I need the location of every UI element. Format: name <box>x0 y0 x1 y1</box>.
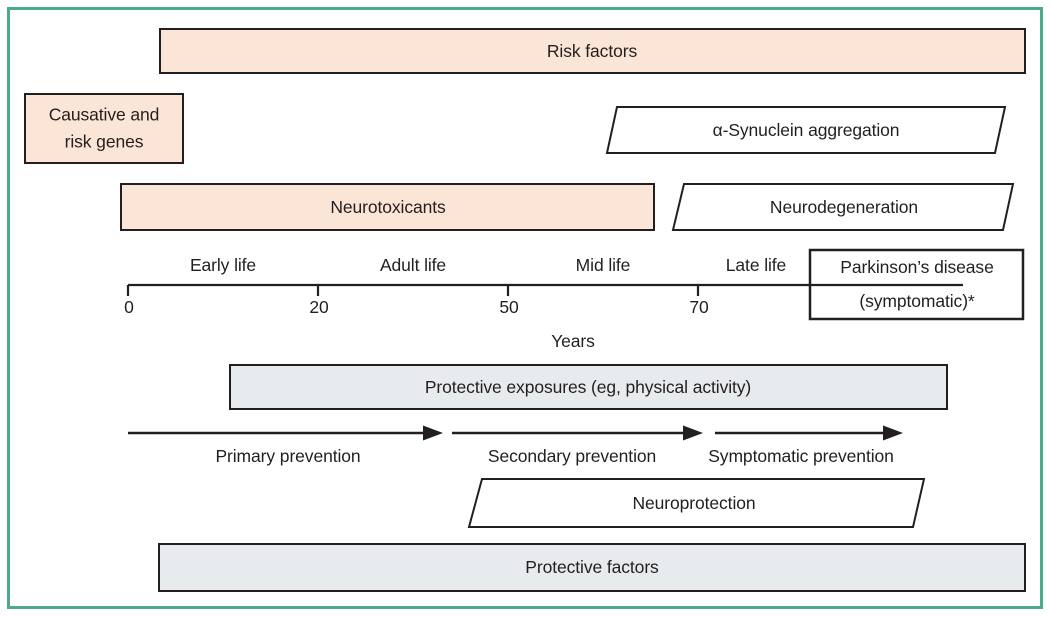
alpha-synuclein-shape <box>605 106 1007 154</box>
tick-label-70: 70 <box>689 297 709 317</box>
causative-genes-box <box>24 93 184 164</box>
parkinsons-outcome-line1: Parkinson’s disease <box>840 257 994 277</box>
primary-prevention-arrowhead-icon <box>423 425 443 441</box>
protective-exposures-label: Protective exposures (eg, physical activ… <box>424 377 752 397</box>
tick-label-20: 20 <box>309 297 329 317</box>
causative-genes-line1: Causative and <box>48 104 160 125</box>
parkinsons-outcome-line2: (symptomatic)* <box>859 291 975 311</box>
parkinsons-outcome-label: Parkinson’s disease (symptomatic)* <box>840 257 994 311</box>
stage-label-adult-life: Adult life <box>379 255 447 275</box>
neuroprotection-shape <box>467 478 926 528</box>
protective-factors-label: Protective factors <box>525 557 659 577</box>
alpha-synuclein-label: α-Synuclein aggregation <box>712 120 900 140</box>
causative-genes-label: Causative and risk genes <box>49 105 160 152</box>
secondary-prevention-arrowhead-icon <box>683 425 703 441</box>
tick-label-0: 0 <box>124 297 134 317</box>
symptomatic-prevention-arrowhead-icon <box>883 425 903 441</box>
protective-exposures-bar <box>229 364 948 410</box>
timeline-axis <box>126 283 963 296</box>
protective-factors-bar <box>158 543 1026 592</box>
secondary-prevention-label: Secondary prevention <box>487 446 657 466</box>
symptomatic-prevention-label: Symptomatic prevention <box>708 446 894 466</box>
primary-prevention-label: Primary prevention <box>215 446 361 466</box>
figure-frame <box>7 7 1043 609</box>
neurodegeneration-label: Neurodegeneration <box>769 197 919 217</box>
neurotoxicants-label: Neurotoxicants <box>330 197 446 217</box>
risk-factors-bar <box>159 28 1026 74</box>
neurotoxicants-bar <box>120 183 655 231</box>
neurodegeneration-shape <box>671 183 1015 231</box>
axis-label-years: Years <box>551 331 595 351</box>
neuroprotection-label: Neuroprotection <box>632 493 756 513</box>
causative-genes-line2: risk genes <box>64 131 144 152</box>
risk-factors-label: Risk factors <box>546 41 638 61</box>
stage-label-mid-life: Mid life <box>575 255 631 275</box>
tick-label-50: 50 <box>499 297 519 317</box>
stage-label-late-life: Late life <box>725 255 787 275</box>
stage-label-early-life: Early life <box>189 255 257 275</box>
